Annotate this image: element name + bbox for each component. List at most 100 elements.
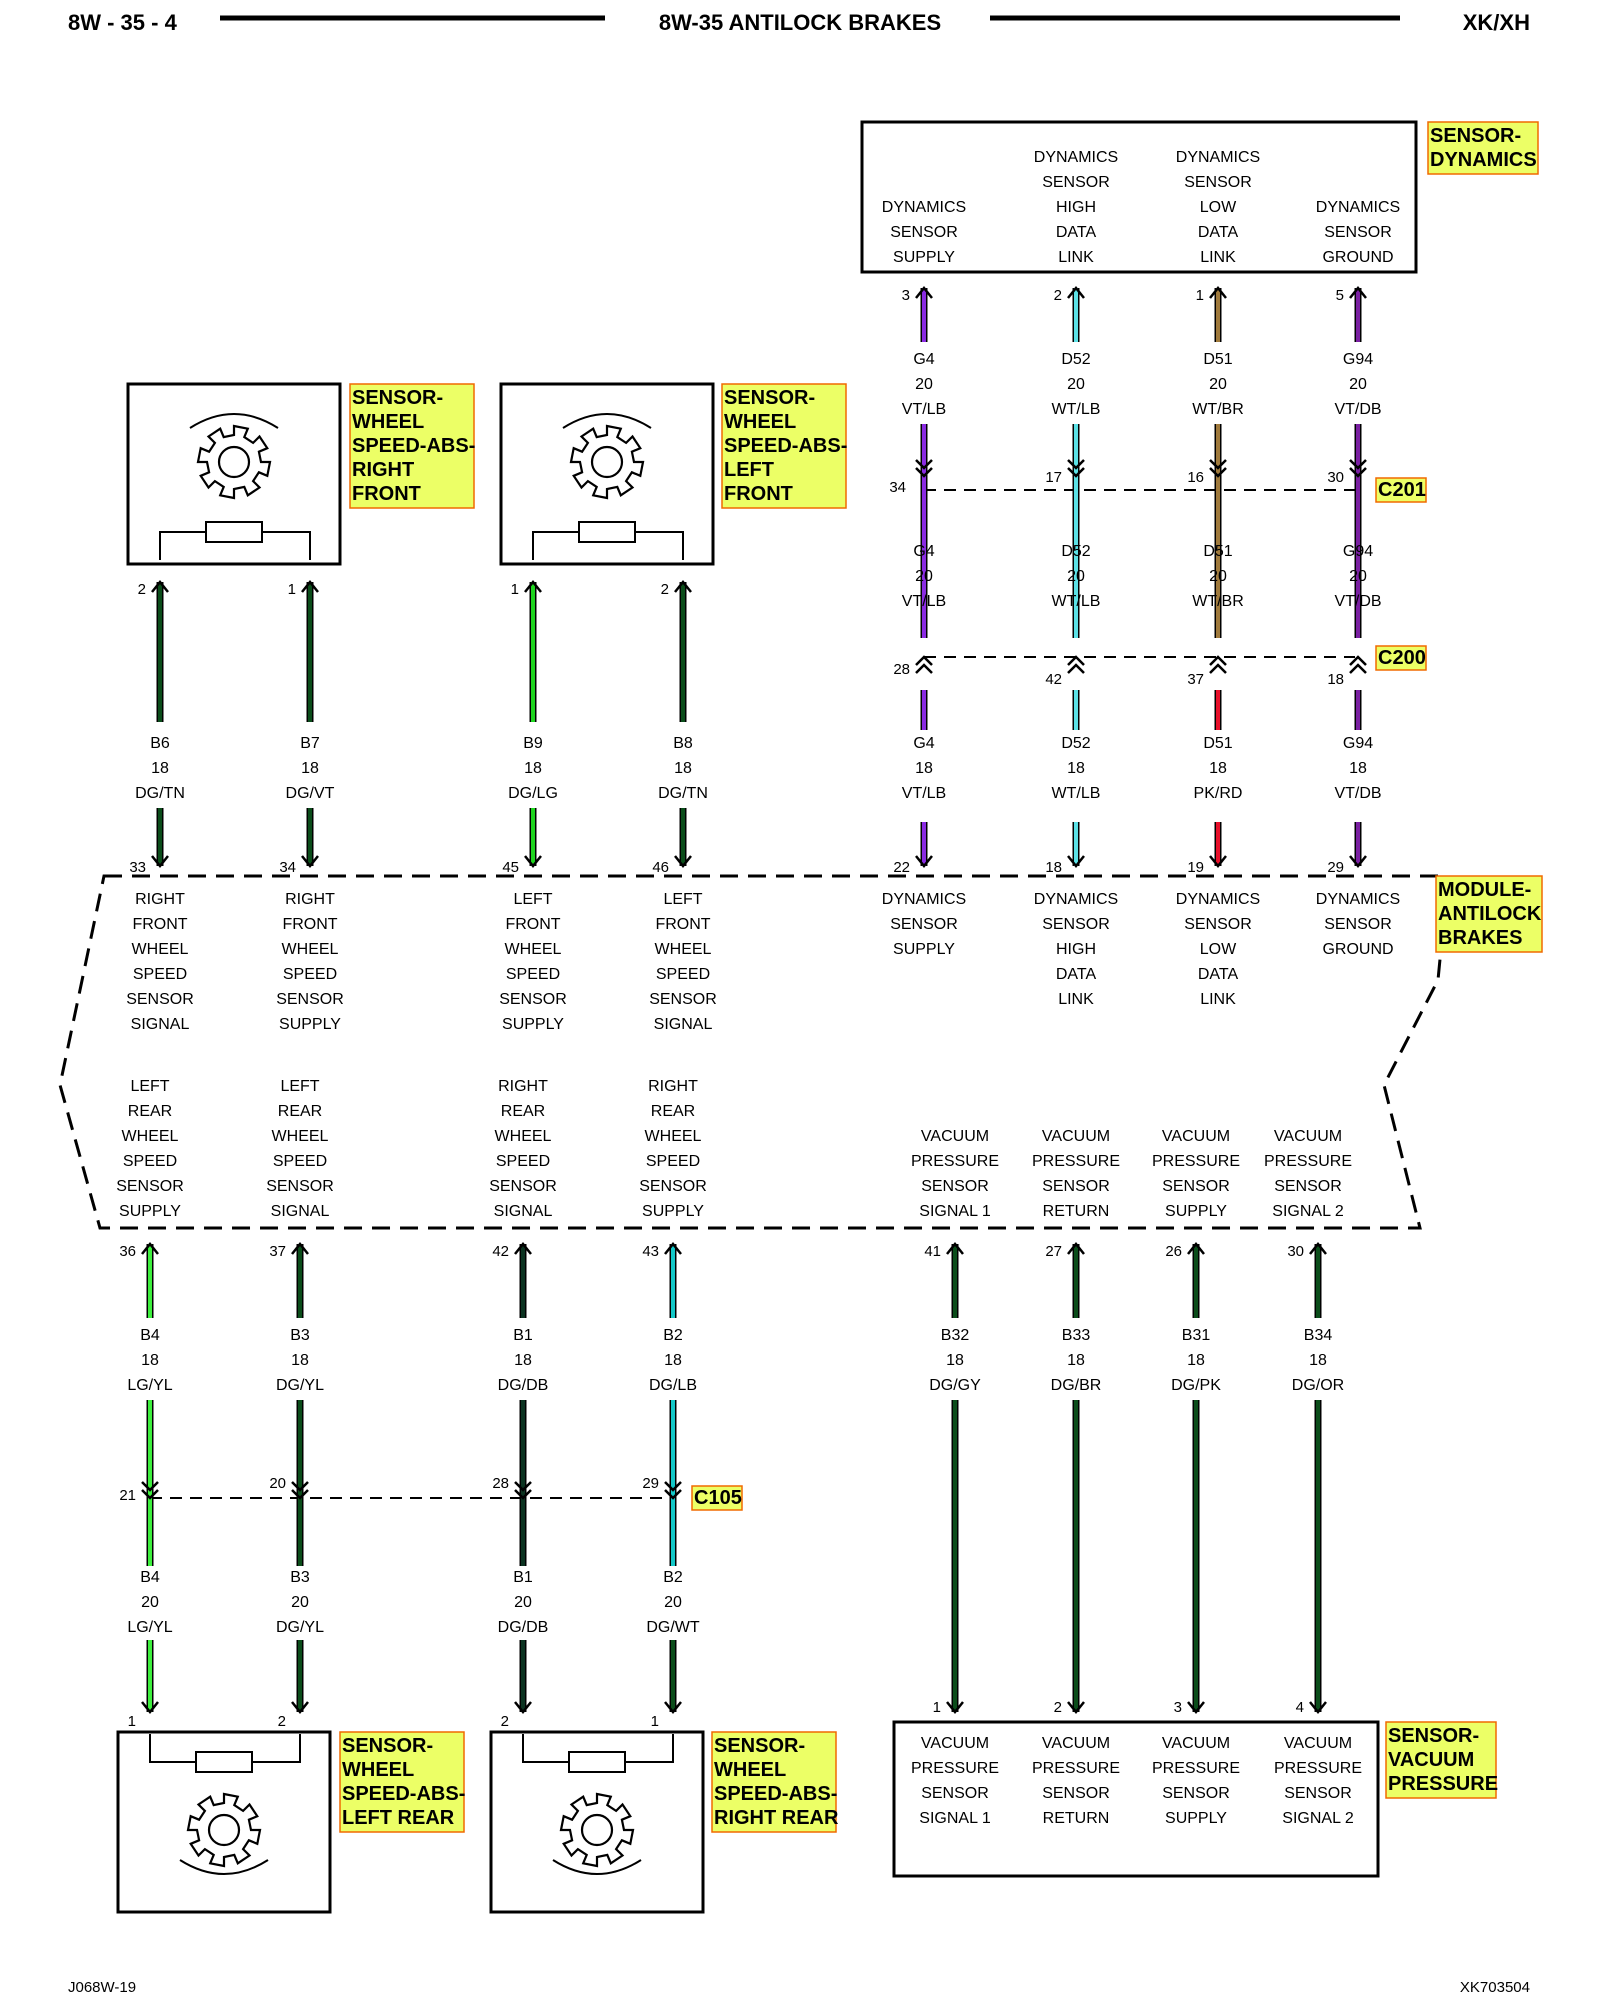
wire-spec: 18 xyxy=(524,760,542,777)
pin-number: 5 xyxy=(1336,287,1344,304)
connector-pin-icon xyxy=(1349,459,1367,478)
connector-pin-icon xyxy=(664,1481,682,1500)
dynamics-pin-function: SENSOR xyxy=(890,224,958,241)
module-pin-function: WHEEL xyxy=(495,1128,552,1145)
module-pin-function: REAR xyxy=(501,1103,545,1120)
vacuum-pin-function: SENSOR xyxy=(1042,1785,1110,1802)
rf-sensor-label: SENSOR- xyxy=(352,387,443,409)
pin-number: 29 xyxy=(1327,859,1344,876)
pin-number: 45 xyxy=(502,859,519,876)
connector-pin-icon xyxy=(514,1481,532,1500)
wire-spec: LG/YL xyxy=(127,1619,172,1636)
vacuum-pin-function: SIGNAL 1 xyxy=(919,1810,991,1827)
pin-number: 29 xyxy=(642,1475,659,1492)
gear-hub-icon xyxy=(207,1813,241,1847)
wire-spec: 18 xyxy=(915,760,933,777)
wire-spec: 18 xyxy=(664,1352,682,1369)
wire-spec: DG/YL xyxy=(276,1619,324,1636)
vacuum-pin-function: SUPPLY xyxy=(1165,1810,1227,1827)
module-pin-function: SENSOR xyxy=(499,991,567,1008)
module-pin-function: SENSOR xyxy=(639,1178,707,1195)
rr-sensor-label: SENSOR- xyxy=(714,1735,805,1757)
pin-number: 43 xyxy=(642,1243,659,1260)
pin-number: 1 xyxy=(1196,287,1204,304)
footer-right-code: XK703504 xyxy=(1460,1979,1530,1996)
pin-number: 37 xyxy=(269,1243,286,1260)
wire-spec: DG/TN xyxy=(135,785,185,802)
pin-fork-icon xyxy=(151,855,169,869)
pin-fork-icon xyxy=(514,1241,532,1255)
module-pin-function: LINK xyxy=(1200,991,1236,1008)
module-pin-function: SUPPLY xyxy=(502,1016,564,1033)
gear-icon xyxy=(559,1792,635,1868)
module-pin-function: DYNAMICS xyxy=(1316,891,1400,908)
lf-gear xyxy=(569,424,645,500)
pin-number: 18 xyxy=(1327,671,1344,688)
pin-number: 1 xyxy=(511,581,519,598)
module-pin-function: VACUUM xyxy=(921,1128,989,1145)
wire-spec: WT/LB xyxy=(1052,593,1101,610)
wire-spec: 18 xyxy=(141,1352,159,1369)
pin-number: 34 xyxy=(889,479,906,496)
pin-fork-icon xyxy=(1309,1241,1327,1255)
vacuum-pin-function: VACUUM xyxy=(1284,1735,1352,1752)
pin-number: 2 xyxy=(1054,1699,1062,1716)
wire-spec: DG/DB xyxy=(498,1619,549,1636)
abs-module-label: ANTILOCK xyxy=(1438,903,1542,925)
module-pin-function: RETURN xyxy=(1043,1203,1110,1220)
dynamics-pin-function: LINK xyxy=(1200,249,1236,266)
wire-spec: WT/LB xyxy=(1052,785,1101,802)
lr-resistor-lead xyxy=(149,1734,301,1763)
wire-spec: 20 xyxy=(514,1594,532,1611)
wire-spec: 20 xyxy=(915,376,933,393)
module-pin-function: FRONT xyxy=(505,916,560,933)
module-pin-function: SIGNAL xyxy=(131,1016,190,1033)
resistor-icon xyxy=(578,521,636,543)
vacuum-pin-function: SENSOR xyxy=(921,1785,989,1802)
dynamics-label: SENSOR- xyxy=(1430,125,1521,147)
module-pin-function: SENSOR xyxy=(1042,1178,1110,1195)
module-pin-function: SPEED xyxy=(656,966,710,983)
abs-module-label-bg xyxy=(1435,875,1543,953)
module-pin-function: WHEEL xyxy=(505,941,562,958)
lf-sensor-label: SPEED-ABS- xyxy=(724,435,847,457)
wire-spec: DG/WT xyxy=(646,1619,700,1636)
wire-spec: B3 xyxy=(290,1569,310,1586)
connector-c105-label: C105 xyxy=(694,1487,742,1509)
pin-number: 2 xyxy=(138,581,146,598)
wire-spec: B1 xyxy=(513,1569,533,1586)
module-pin-function: SIGNAL 2 xyxy=(1272,1203,1344,1220)
module-pin-function: WHEEL xyxy=(655,941,712,958)
connector-pin-icon xyxy=(1067,459,1085,478)
wire-spec: B2 xyxy=(663,1327,683,1344)
module-pin-function: SENSOR xyxy=(276,991,344,1008)
resistor-icon xyxy=(195,1751,253,1773)
wire-spec: B4 xyxy=(140,1569,160,1586)
wire-spec: B9 xyxy=(523,735,543,752)
dynamics-pin-function: DYNAMICS xyxy=(1316,199,1400,216)
wire-spec: 18 xyxy=(1187,1352,1205,1369)
wire-spec: G94 xyxy=(1343,735,1373,752)
wire-spec: 20 xyxy=(1067,376,1085,393)
module-pin-function: SIGNAL xyxy=(494,1203,553,1220)
pin-number: 3 xyxy=(1174,1699,1182,1716)
rf-sensor-label: SPEED-ABS- xyxy=(352,435,475,457)
wire-spec: WT/BR xyxy=(1192,593,1244,610)
wire-spec: G4 xyxy=(913,735,934,752)
pin-fork-icon xyxy=(1187,1701,1205,1715)
pin-fork-icon xyxy=(301,855,319,869)
module-pin-function: SUPPLY xyxy=(642,1203,704,1220)
pin-number: 1 xyxy=(128,1713,136,1730)
module-pin-function: WHEEL xyxy=(122,1128,179,1145)
vacuum-sensor-label-bg xyxy=(1385,1721,1497,1799)
text-layer: DYNAMICSSENSORSUPPLYDYNAMICSSENSORHIGHDA… xyxy=(116,149,1426,1827)
wire-spec: DG/VT xyxy=(286,785,335,802)
module-pin-function: WHEEL xyxy=(272,1128,329,1145)
page-title: 8W-35 ANTILOCK BRAKES xyxy=(659,10,941,35)
pin-number: 1 xyxy=(651,1713,659,1730)
pin-fork-icon xyxy=(1349,855,1367,869)
wire-spec: 20 xyxy=(915,568,933,585)
pin-number: 34 xyxy=(279,859,296,876)
gear-icon xyxy=(196,424,272,500)
